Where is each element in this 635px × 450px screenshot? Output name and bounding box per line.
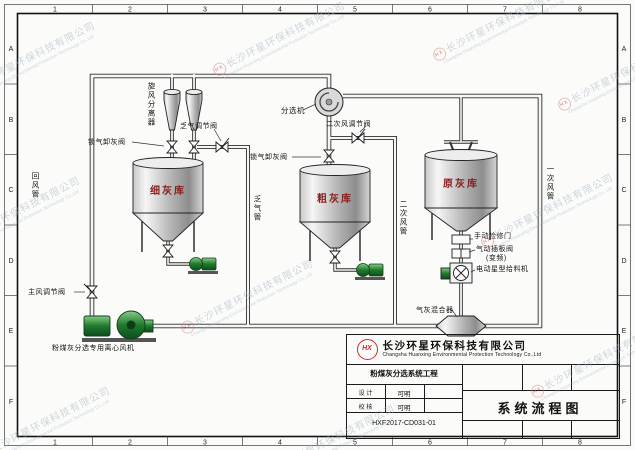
- grid-ruler-left: A B C D E F: [8, 46, 13, 406]
- grid-row-label: D: [8, 258, 13, 265]
- fine-ash-silo: [131, 157, 205, 252]
- airlock-valve-icon: [166, 140, 178, 154]
- grid-row-label: B: [622, 117, 627, 124]
- butterfly-valve-icon: [351, 128, 366, 144]
- fan-assembly: [82, 310, 156, 342]
- grid-row-label: E: [622, 328, 627, 335]
- raw-ash-silo: [423, 149, 499, 240]
- valves: [83, 128, 366, 299]
- coarse-ash-silo: [298, 164, 372, 261]
- cyclone-separators: [163, 88, 203, 131]
- grid-col-label: 3: [203, 440, 207, 447]
- discharge-chain: [435, 234, 487, 337]
- company-logo: HX: [356, 338, 378, 360]
- pump: [355, 263, 385, 280]
- sig-row-label: 设 计: [358, 390, 373, 397]
- grid-col-label: 6: [428, 440, 432, 447]
- grid-col-label: 4: [278, 7, 282, 14]
- grid-col-label: 7: [503, 440, 507, 447]
- airlock-valve-icon: [323, 149, 335, 163]
- gas-ash-mixer-icon: [435, 315, 487, 337]
- main-air-valve-icon: [83, 283, 98, 299]
- title-block: HX 长沙环星环保科技有限公司 Changsha Huanxing Enviro…: [345, 333, 620, 439]
- grid-row-label: A: [9, 46, 14, 53]
- grid-col-label: 8: [578, 7, 582, 14]
- company-name-en: Changsha Huanxing Environmental Protecti…: [382, 351, 542, 358]
- butterfly-valve-icon: [215, 137, 230, 153]
- fan-motor: [83, 315, 111, 337]
- grid-row-label: E: [9, 328, 14, 335]
- leader-lines: [74, 103, 476, 318]
- grid-col-label: 1: [53, 7, 57, 14]
- grid-col-label: 3: [203, 7, 207, 14]
- drawing-title: 系统流程图: [497, 400, 583, 416]
- drawing-number: HXF2017-CD031-01: [372, 419, 436, 427]
- project-name: 粉煤灰分选系统工程: [370, 368, 438, 378]
- grid-col-label: 2: [128, 440, 132, 447]
- grid-col-label: 4: [278, 440, 282, 447]
- grid-col-label: 1: [53, 440, 57, 447]
- grid-ruler-top: 1 2 3 4 5 6 7 8: [53, 7, 582, 14]
- grid-col-label: 5: [353, 440, 357, 447]
- separator-machine: [314, 87, 344, 117]
- grid-ruler-bottom: 1 2 3 4 5 6 7 8: [53, 440, 582, 447]
- company-name-cn: 长沙环星环保科技有限公司: [382, 339, 527, 352]
- airlock-valve-icon: [188, 140, 200, 154]
- signature-name: 可明: [397, 390, 411, 398]
- pump: [188, 257, 218, 274]
- pneumatic-gate-valve-icon: [451, 248, 471, 259]
- grid-col-label: 8: [578, 440, 582, 447]
- grid-col-label: 2: [128, 7, 132, 14]
- drawing-frame: 1 2 3 4 5 6 7 8 1 2 3 4 5 6 7 8 A B: [4, 4, 631, 447]
- grid-row-label: B: [9, 117, 14, 124]
- manual-access-door-icon: [451, 234, 471, 245]
- grid-col-label: 7: [503, 7, 507, 14]
- grid-col-label: 5: [353, 7, 357, 14]
- gate-valve-icon: [329, 250, 341, 264]
- gate-valve-icon: [162, 244, 174, 258]
- silo-pumps: [188, 257, 385, 280]
- signature-name: 可明: [397, 404, 411, 412]
- grid-row-label: F: [622, 399, 626, 406]
- grid-row-label: C: [8, 187, 13, 194]
- grid-row-label: A: [622, 46, 627, 53]
- sig-row-label: 校 核: [358, 404, 373, 411]
- rotary-feeder-icon: [440, 262, 473, 284]
- grid-row-label: D: [621, 258, 626, 265]
- grid-row-label: C: [621, 187, 626, 194]
- grid-ruler-right: A B C D E F: [621, 46, 626, 406]
- grid-col-label: 6: [428, 7, 432, 14]
- grid-row-label: F: [9, 399, 13, 406]
